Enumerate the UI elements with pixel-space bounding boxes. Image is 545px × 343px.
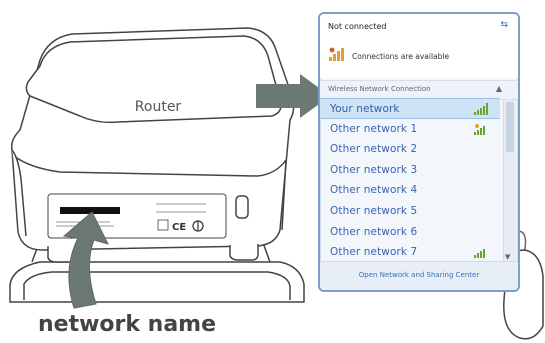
network-name: Your network xyxy=(330,103,400,115)
network-name: Other network 4 xyxy=(330,184,418,197)
open-network-sharing-link[interactable]: Open Network and Sharing Center xyxy=(358,271,480,279)
signal-strength-icon xyxy=(474,103,488,115)
network-name-arrow xyxy=(62,211,109,309)
network-name: Other network 6 xyxy=(330,225,418,238)
network-name: Other network 3 xyxy=(330,163,418,176)
router-label: Router xyxy=(135,99,182,115)
signal-strength-icon xyxy=(474,123,485,135)
refresh-icon[interactable]: ⇆ xyxy=(500,20,508,30)
connection-status: Not connected xyxy=(328,22,387,31)
network-name: Other network 1 xyxy=(330,122,418,135)
wireless-section-header[interactable]: Wireless Network Connection ▲ xyxy=(320,80,518,100)
network-item[interactable]: Other network 6 xyxy=(320,222,500,243)
network-item[interactable]: Other network 7 xyxy=(320,242,500,263)
network-available-icon xyxy=(329,47,344,61)
network-list-scrollbar[interactable]: ▼ xyxy=(503,100,516,262)
popup-footer: Open Network and Sharing Center xyxy=(320,261,518,290)
network-name-caption: network name xyxy=(38,312,217,337)
network-name: Other network 5 xyxy=(330,204,418,217)
network-list: Your network Other network 1 Other netwo… xyxy=(320,98,500,263)
svg-text:CE: CE xyxy=(172,222,186,233)
wireless-networks-popup: Not connected ⇆ Connections are availabl… xyxy=(318,12,520,292)
network-name: Other network 2 xyxy=(330,143,418,156)
network-item[interactable]: Other network 5 xyxy=(320,201,500,222)
section-label: Wireless Network Connection xyxy=(328,85,431,93)
collapse-caret-icon[interactable]: ▲ xyxy=(495,84,502,93)
network-name: Other network 7 xyxy=(330,246,418,259)
scroll-down-icon[interactable]: ▼ xyxy=(505,253,511,261)
network-item[interactable]: Your network xyxy=(320,98,500,119)
network-item[interactable]: Other network 1 xyxy=(320,119,500,140)
network-item[interactable]: Other network 3 xyxy=(320,160,500,181)
network-item[interactable]: Other network 4 xyxy=(320,180,500,201)
scrollbar-thumb[interactable] xyxy=(506,102,514,152)
connections-available-text: Connections are available xyxy=(352,52,450,61)
signal-strength-icon xyxy=(474,249,485,259)
popup-header: Not connected ⇆ Connections are availabl… xyxy=(320,14,518,78)
network-item[interactable]: Other network 2 xyxy=(320,139,500,160)
router-to-list-arrow xyxy=(256,74,330,118)
